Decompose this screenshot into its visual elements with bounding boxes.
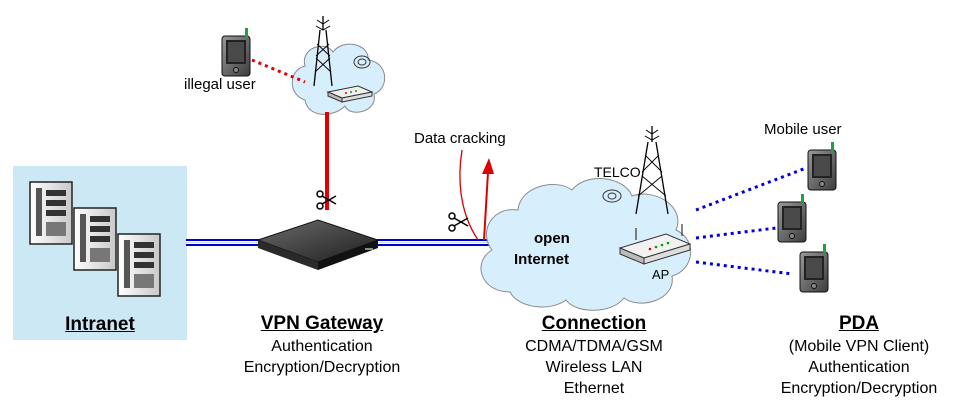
pda-line: Encryption/Decryption <box>780 380 938 397</box>
data-cracking-arrowhead <box>482 158 494 174</box>
vpn-gateway-details: Authentication Encryption/Decryption <box>222 336 422 378</box>
connection-details: CDMA/TDMA/GSM Wireless LAN Ethernet <box>494 336 694 399</box>
pda-icon <box>807 142 837 191</box>
satellite-dish-icon <box>353 55 371 69</box>
vpn-gateway-title: VPN Gateway <box>260 313 384 334</box>
illegal-cloud <box>291 43 385 115</box>
wireless-link-1 <box>695 166 807 212</box>
connection-title: Connection <box>541 313 647 334</box>
connection-line: Wireless LAN <box>545 359 643 376</box>
access-point-icon <box>618 224 692 265</box>
intranet-title: Intranet <box>65 314 135 335</box>
mobile-user-label: Mobile user <box>764 121 842 138</box>
server-icon <box>117 233 161 297</box>
illegal-user-label: illegal user <box>184 76 256 93</box>
wireless-link-2 <box>695 226 777 240</box>
vpn-tunnel-right <box>372 239 500 246</box>
vpn-gateway-line: Encryption/Decryption <box>243 359 401 376</box>
ap-label: AP <box>652 267 670 282</box>
wireless-link-3 <box>695 260 793 276</box>
antenna-tower-icon <box>313 16 333 87</box>
open-internet-label-line1: open <box>534 230 570 247</box>
vpn-tunnel-left <box>186 239 263 246</box>
pda-line: Authentication <box>808 359 910 376</box>
scissors-icon <box>448 212 469 232</box>
internet-cloud <box>480 178 692 311</box>
pda-icon <box>799 244 829 293</box>
data-cracking-curve <box>459 149 479 241</box>
open-internet-label-line2: Internet <box>514 251 570 268</box>
scissors-icon <box>316 190 337 210</box>
access-point-icon <box>326 85 374 103</box>
pda-icon <box>777 194 807 243</box>
antenna-tower-icon <box>635 126 669 215</box>
telco-label: TELCO <box>594 164 641 180</box>
connection-line: Ethernet <box>563 380 625 397</box>
satellite-dish-icon <box>602 189 622 203</box>
vpn-router-icon <box>256 219 380 270</box>
vpn-gateway-line: Authentication <box>271 338 373 355</box>
connection-line: CDMA/TDMA/GSM <box>525 338 663 355</box>
data-cracking-label: Data cracking <box>414 130 506 147</box>
pda-icon <box>221 28 251 77</box>
pda-line: (Mobile VPN Client) <box>788 338 930 355</box>
data-cracking-arrow-shaft <box>483 171 489 241</box>
pda-title: PDA <box>838 313 880 334</box>
illegal-wireless-link <box>251 58 306 84</box>
server-icon <box>73 207 117 271</box>
server-icon <box>29 181 73 245</box>
pda-details: (Mobile VPN Client) Authentication Encry… <box>764 336 954 399</box>
